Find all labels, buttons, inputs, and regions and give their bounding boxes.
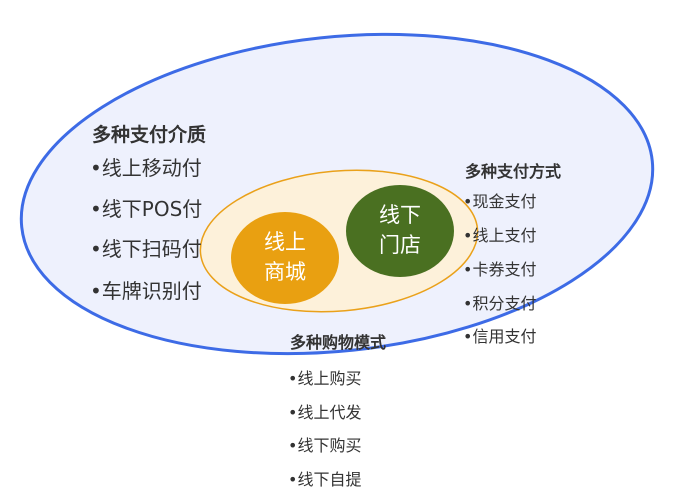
online-line2: 商城 <box>264 260 306 284</box>
media-title: 多种支付介质 <box>92 124 207 146</box>
offline-store-label: 线下 门店 <box>350 200 450 260</box>
modes-title: 多种购物模式 <box>290 333 387 352</box>
online-mall-label: 线上 商城 <box>235 227 335 287</box>
media-item: •线下扫码付 <box>90 237 202 261</box>
modes-item: •线上代发 <box>288 403 362 422</box>
methods-title: 多种支付方式 <box>465 162 562 181</box>
offline-line1: 线下 <box>379 203 421 227</box>
methods-item: •卡券支付 <box>463 260 537 279</box>
modes-item: •线下自提 <box>288 470 362 489</box>
media-item: •车牌识别付 <box>90 279 202 303</box>
media-item: •线下POS付 <box>90 197 203 221</box>
offline-line2: 门店 <box>379 233 421 257</box>
methods-item: •现金支付 <box>463 192 537 211</box>
methods-item: •线上支付 <box>463 226 537 245</box>
modes-item: •线下购买 <box>288 436 362 455</box>
media-item: •线上移动付 <box>90 156 202 180</box>
offline-store-circle <box>346 185 454 277</box>
modes-item: •线上购买 <box>288 369 362 388</box>
methods-item: •信用支付 <box>463 327 537 346</box>
online-line1: 线上 <box>264 230 306 254</box>
methods-item: •积分支付 <box>463 294 537 313</box>
online-mall-circle <box>231 212 339 304</box>
